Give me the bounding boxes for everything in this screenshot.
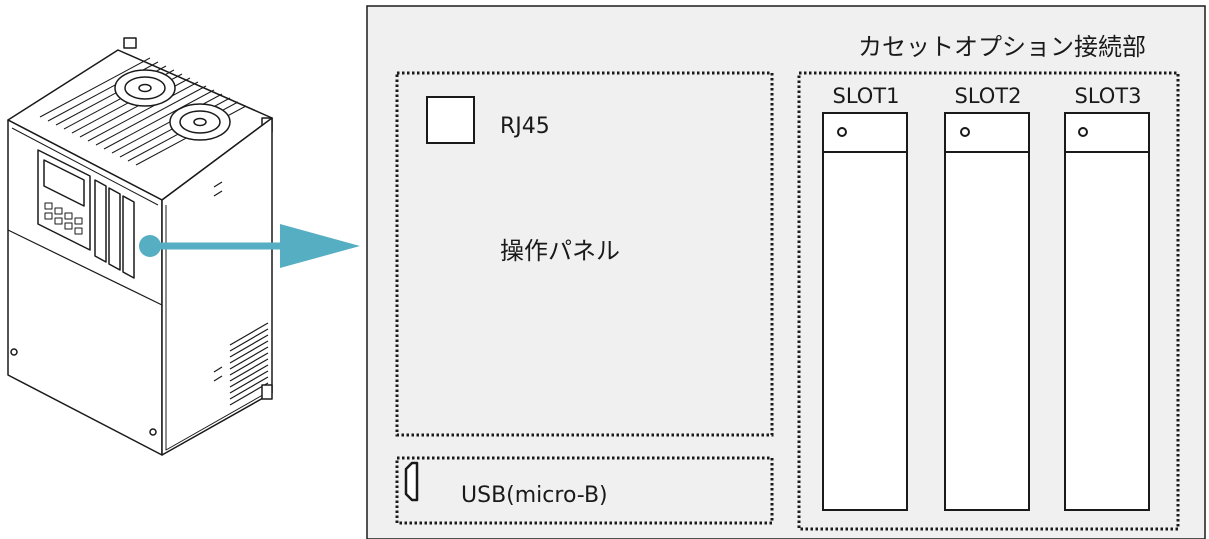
cassette-slots-region	[797, 71, 1180, 531]
cassette-section-label: カセットオプション接続部	[858, 33, 1146, 61]
slot-2-label: SLOT2	[955, 84, 1022, 108]
slot-1-label: SLOT1	[833, 84, 900, 108]
slot-3-body	[1064, 112, 1150, 511]
operation-panel-region	[395, 71, 774, 437]
slot-2-body	[944, 112, 1030, 511]
slot-3-label: SLOT3	[1075, 84, 1142, 108]
rj45-label: RJ45	[500, 114, 550, 139]
slot-connector-icon	[1078, 127, 1088, 137]
usb-region	[395, 456, 774, 525]
slot-connector-icon	[960, 127, 970, 137]
arrow-head	[280, 224, 360, 268]
inverter-device-illustration	[7, 37, 273, 456]
slot-1: SLOT1	[822, 84, 908, 511]
slot-3: SLOT3	[1064, 84, 1150, 511]
usb-label: USB(micro-B)	[461, 483, 608, 508]
rj45-port-icon	[426, 96, 475, 144]
slot-connector-icon	[837, 127, 847, 137]
slot-1-body	[822, 112, 908, 511]
usb-micro-b-port-icon	[404, 461, 419, 502]
operation-panel-label: 操作パネル	[500, 237, 620, 265]
slot-2: SLOT2	[944, 84, 1030, 511]
connection-arrow	[139, 224, 360, 268]
